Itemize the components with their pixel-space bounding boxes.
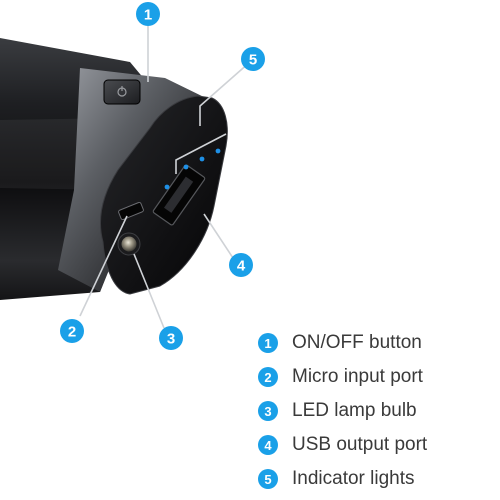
legend-label: LED lamp bulb [292, 400, 417, 421]
legend-label: USB output port [292, 434, 428, 455]
callout-2-leader [79, 215, 128, 317]
legend-number-badge: 3 [258, 401, 278, 421]
led-lamp-bulb [117, 232, 141, 256]
callout-3-leader [133, 253, 165, 329]
callout-5-leader [199, 61, 251, 126]
indicator-lights [164, 148, 221, 190]
callout-badge-1: 1 [136, 2, 160, 26]
legend-number-badge: 2 [258, 367, 278, 387]
usb-output-port [152, 164, 206, 226]
indicator-light [183, 164, 189, 170]
svg-text:4: 4 [237, 258, 246, 275]
legend-item: 4 USB output port [258, 428, 498, 462]
micro-input-port [118, 201, 144, 221]
callout-legend: 1 ON/OFF button 2 Micro input port 3 LED… [258, 326, 498, 496]
svg-text:1: 1 [144, 7, 152, 24]
callout-badge-3: 3 [159, 326, 183, 350]
legend-item: 2 Micro input port [258, 360, 498, 394]
callout-badge-2: 2 [60, 319, 84, 343]
legend-item: 1 ON/OFF button [258, 326, 498, 360]
legend-item: 5 Indicator lights [258, 462, 498, 496]
legend-item: 3 LED lamp bulb [258, 394, 498, 428]
svg-text:2: 2 [68, 324, 76, 341]
svg-text:5: 5 [249, 52, 257, 69]
callout-badge-4: 4 [229, 253, 253, 277]
legend-label: ON/OFF button [292, 332, 422, 353]
legend-number-badge: 5 [258, 469, 278, 489]
callout-leaders [79, 26, 251, 329]
power-icon [117, 86, 127, 97]
power-bank-device [0, 38, 228, 300]
legend-number-badge: 4 [258, 435, 278, 455]
callout-badge-5: 5 [241, 47, 265, 71]
legend-label: Indicator lights [292, 468, 415, 489]
indicator-light [199, 156, 205, 162]
legend-number-badge: 1 [258, 333, 278, 353]
power-button[interactable] [103, 79, 141, 105]
svg-text:3: 3 [167, 331, 175, 348]
callout-5-bracket [175, 133, 227, 174]
callout-4-leader [203, 213, 234, 259]
indicator-light [215, 148, 221, 154]
indicator-light [164, 184, 170, 190]
legend-label: Micro input port [292, 366, 423, 387]
